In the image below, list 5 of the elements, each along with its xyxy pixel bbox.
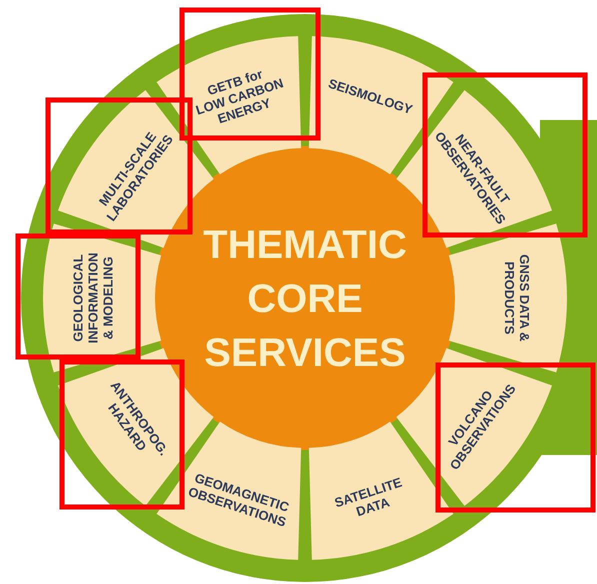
segment-label: GNSS DATA & PRODUCTS: [502, 254, 532, 342]
service-segment: [43, 224, 162, 372]
segment-label: GEOLOGICAL INFORMATION & MODELING: [70, 252, 116, 344]
center-title: THEMATIC CORE SERVICES: [203, 223, 407, 375]
service-segment: [448, 224, 567, 372]
